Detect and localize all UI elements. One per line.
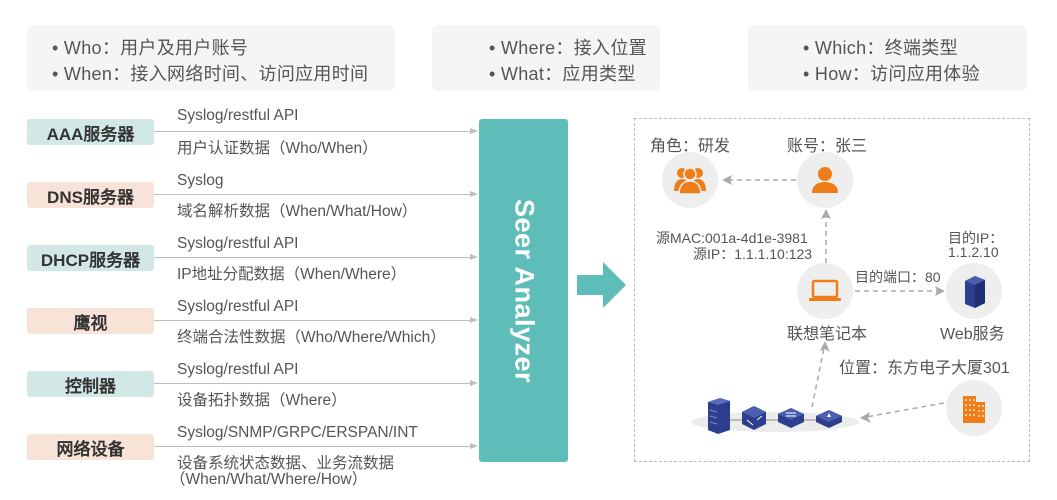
- source-badge-dns: DNS服务器: [27, 182, 154, 208]
- web-service-label: Web服务: [940, 326, 1005, 343]
- question-box-who-when: • Who：用户及用户账号 • When：接入网络时间、访问应用时间: [27, 25, 395, 91]
- location-label: 位置：东方电子大厦301: [839, 360, 1010, 377]
- source-protocol: Syslog/restful API: [177, 107, 299, 124]
- source-badge-controller: 控制器: [27, 371, 154, 397]
- web-service-node: [946, 263, 1002, 319]
- source-mac: 源MAC:001a-4d1e-3981: [656, 230, 808, 246]
- arrow-head-icon: [470, 254, 478, 260]
- flow-line: [154, 194, 474, 195]
- role-label: 角色：研发: [650, 138, 731, 155]
- destination-port: 目的端口：80: [855, 269, 941, 285]
- source-data-continued: （When/What/Where/How）: [170, 471, 368, 488]
- source-badge-yingshi: 鹰视: [27, 308, 154, 334]
- source-protocol: Syslog/restful API: [177, 298, 299, 315]
- source-data: 终端合法性数据（Who/Where/Which）: [177, 329, 446, 346]
- seer-analyzer-block: Seer Analyzer: [479, 119, 568, 462]
- source-data: IP地址分配数据（When/Where）: [177, 266, 407, 283]
- source-badge-aaa: AAA服务器: [27, 119, 154, 145]
- network-devices-cluster: [691, 398, 859, 434]
- source-protocol: Syslog/restful API: [177, 361, 299, 378]
- building-icon: [963, 396, 985, 423]
- role-node: [662, 152, 718, 208]
- destination-ip-label: 目的IP：: [948, 230, 1004, 246]
- source-protocol: Syslog/restful API: [177, 235, 299, 252]
- flow-line: [154, 320, 474, 321]
- account-label: 账号：张三: [787, 138, 868, 155]
- connector-building-to-network: [865, 402, 945, 418]
- arrow-head-icon: [860, 412, 871, 423]
- wireless-ap-icon: [816, 410, 842, 428]
- arrow-head-icon: [470, 443, 478, 449]
- flow-line: [154, 383, 474, 384]
- laptop-icon: [809, 279, 841, 301]
- connector-network-to-laptop: [811, 347, 825, 408]
- arrow-head-icon: [820, 341, 830, 352]
- source-protocol: Syslog/SNMP/GRPC/ERSPAN/INT: [177, 424, 418, 441]
- source-data: 设备拓扑数据（Where）: [177, 392, 347, 409]
- source-protocol: Syslog: [177, 172, 224, 189]
- user-group-icon: [674, 167, 706, 195]
- question-box-which-how: • Which：终端类型 • How：访问应用体验: [748, 25, 1027, 91]
- server-icon: [965, 276, 985, 308]
- flow-line: [154, 257, 474, 258]
- core-switch-icon: [708, 398, 730, 434]
- destination-ip-value: 1.1.2.10: [948, 244, 999, 260]
- question-where: • Where：接入位置: [489, 38, 647, 58]
- arrow-head-icon: [470, 317, 478, 323]
- flow-line: [154, 131, 474, 132]
- user-icon: [812, 167, 838, 193]
- building-node: [946, 380, 1002, 436]
- source-data: 域名解析数据（When/What/How）: [177, 203, 418, 220]
- arrow-head-icon: [722, 175, 732, 185]
- router-icon: [742, 406, 766, 430]
- source-data: 设备系统状态数据、业务流数据: [177, 455, 395, 472]
- arrow-head-icon: [821, 209, 831, 219]
- source-ip: 源IP：1.1.1.10:123: [693, 246, 813, 262]
- source-data: 用户认证数据（Who/When）: [177, 140, 378, 157]
- laptop-label: 联想笔记本: [787, 326, 868, 343]
- analysis-result-panel: [634, 118, 1030, 462]
- question-box-where-what: • Where：接入位置 • What：应用类型: [432, 25, 660, 91]
- question-when: • When：接入网络时间、访问应用时间: [52, 64, 369, 84]
- source-badge-network-device: 网络设备: [27, 434, 154, 460]
- question-which: • Which：终端类型: [803, 38, 958, 58]
- right-arrow-icon: [577, 262, 626, 308]
- arrow-head-icon: [935, 286, 945, 296]
- account-node: [797, 152, 853, 208]
- switch-icon: [778, 408, 804, 428]
- arrow-head-icon: [470, 128, 478, 134]
- source-badge-dhcp: DHCP服务器: [27, 245, 154, 271]
- flow-line: [154, 446, 474, 447]
- question-who: • Who：用户及用户账号: [52, 38, 249, 58]
- question-what: • What：应用类型: [489, 64, 636, 84]
- question-how: • How：访问应用体验: [803, 64, 980, 84]
- laptop-node: [797, 263, 853, 319]
- arrow-head-icon: [470, 191, 478, 197]
- arrow-head-icon: [470, 380, 478, 386]
